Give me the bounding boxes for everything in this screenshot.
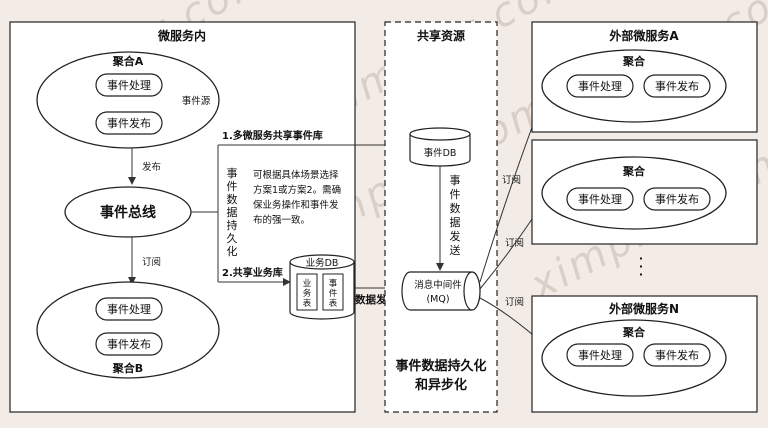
- external-n-handle-label: 事件处理: [578, 349, 622, 362]
- subscribe-n-label: 订阅: [505, 296, 524, 308]
- aggregate-a-handle-label: 事件处理: [107, 79, 151, 92]
- business-table-box: [296, 273, 318, 311]
- business-db-title: 业务DB: [306, 257, 339, 269]
- aggregate-b: [36, 281, 220, 379]
- aggregate-a-handle: [95, 73, 163, 97]
- shared-footer-line-2: 和异步化: [415, 377, 467, 393]
- event-table-box: [322, 273, 344, 311]
- mq-line-1: 消息中间件: [414, 279, 462, 291]
- external-n-aggregate: [541, 319, 727, 397]
- external-a-handle: [566, 74, 634, 98]
- mq-line-2: (MQ): [426, 294, 449, 305]
- event-source-label: 事件源: [182, 95, 211, 107]
- subscribe-a-label: 订阅: [502, 174, 521, 186]
- subscribe-label: 订阅: [142, 256, 161, 268]
- aggregate-b-handle: [95, 297, 163, 321]
- aggregate-b-title: 聚合B: [112, 361, 143, 375]
- option2-label: 2.共享业务库: [222, 266, 283, 279]
- external-mid-publish-label: 事件发布: [655, 192, 699, 206]
- event-bus-label: 事件总线: [100, 204, 156, 221]
- external-n-handle: [566, 343, 634, 367]
- shared-resources-title: 共享资源: [417, 28, 465, 43]
- inner-service-title: 微服务内: [157, 28, 206, 43]
- external-mid-aggregate: [541, 156, 727, 230]
- external-service-n-title: 外部微服务N: [609, 301, 679, 316]
- more-services-dots: ·: [639, 252, 643, 265]
- external-a-publish: [643, 74, 711, 98]
- external-a-publish-label: 事件发布: [655, 79, 699, 93]
- aggregate-a-publish: [95, 111, 163, 135]
- note-line-1: 可根据具体场景选择: [253, 169, 339, 181]
- business-table-label: 业务表: [303, 278, 312, 309]
- external-n-publish-label: 事件发布: [655, 348, 699, 362]
- note-line-4: 布的强一致。: [253, 214, 310, 226]
- aggregate-b-publish: [95, 332, 163, 356]
- external-mid-handle: [566, 187, 634, 211]
- aggregate-b-handle-label: 事件处理: [107, 303, 151, 316]
- external-n-publish: [643, 343, 711, 367]
- external-mid-publish: [643, 187, 711, 211]
- shared-footer-line-1: 事件数据持久化: [395, 358, 486, 374]
- external-mid-aggregate-title: 聚合: [622, 164, 646, 178]
- external-a-aggregate: [541, 49, 727, 123]
- external-a-handle-label: 事件处理: [578, 80, 622, 93]
- aggregate-a: [36, 51, 220, 149]
- note-line-2: 方案1或方案2。需确: [253, 184, 341, 196]
- message-queue: 消息中间件 (MQ): [401, 271, 481, 311]
- option1-label: 1.多微服务共享事件库: [222, 129, 323, 142]
- publish-label: 发布: [142, 161, 161, 173]
- event-data-send-label: 事件数据发送: [450, 174, 461, 257]
- event-table-label: 事件表: [329, 278, 338, 309]
- external-service-a-title: 外部微服务A: [609, 28, 679, 43]
- note-line-3: 保业务操作和事件发: [253, 199, 339, 211]
- aggregate-a-publish-label: 事件发布: [107, 116, 151, 130]
- shared-resources-box: [384, 21, 498, 413]
- external-a-aggregate-title: 聚合: [622, 54, 646, 68]
- aggregate-b-publish-label: 事件发布: [107, 337, 151, 351]
- aggregate-a-title: 聚合A: [112, 54, 144, 68]
- external-mid-handle-label: 事件处理: [578, 193, 622, 206]
- event-db: 事件DB: [409, 127, 471, 167]
- persist-vertical-label: 事件数据持久化: [227, 167, 238, 258]
- more-services-dots: ·: [639, 268, 643, 281]
- more-services-dots: ·: [639, 260, 643, 273]
- persist-vertical-text: 事件数据持久化: [227, 167, 238, 258]
- business-db: 业务DB 业务表 事件表: [289, 254, 355, 320]
- external-n-aggregate-title: 聚合: [622, 325, 646, 339]
- event-db-label: 事件DB: [424, 147, 457, 159]
- subscribe-mid-label: 订阅: [505, 237, 524, 249]
